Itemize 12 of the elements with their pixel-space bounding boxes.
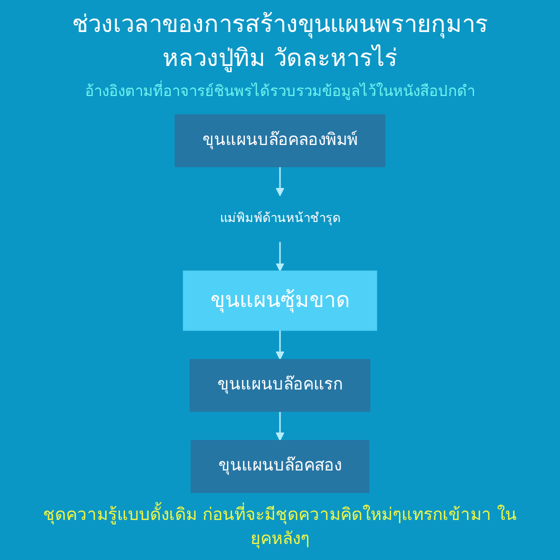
arrow (276, 412, 284, 442)
diagram-title: ช่วงเวลาของการสร้างขุนแผนพรายกุมาร หลวงปู่ทิม วัดละหารไร่ (71, 9, 489, 74)
node-text: แม่พิมพ์ด้านหน้าชำรุด (220, 212, 340, 226)
node-box: ขุนแผนบล๊อคสอง (190, 440, 370, 494)
node-box: ขุนแผนบล๊อคลองพิมพ์ (174, 114, 386, 168)
node-box: ขุนแผนซุ้มขาด (182, 270, 378, 331)
arrow (276, 166, 284, 196)
node-box: ขุนแผนบล๊อคแรก (190, 359, 370, 412)
arrow (276, 242, 284, 272)
arrow (276, 330, 284, 360)
subtitle-note: อ้างอิงตามที่อาจารย์ชินพรได้รวบรวมข้อมูลไว้ในหนังสือปกดำ (85, 80, 475, 102)
diagram-caption: ชุดความรู้แบบดั้งเดิม ก่อนที่จะมีชุดความคิดใหม่ๆแทรกเข้ามา ในยุคหลังๆ (40, 504, 520, 552)
